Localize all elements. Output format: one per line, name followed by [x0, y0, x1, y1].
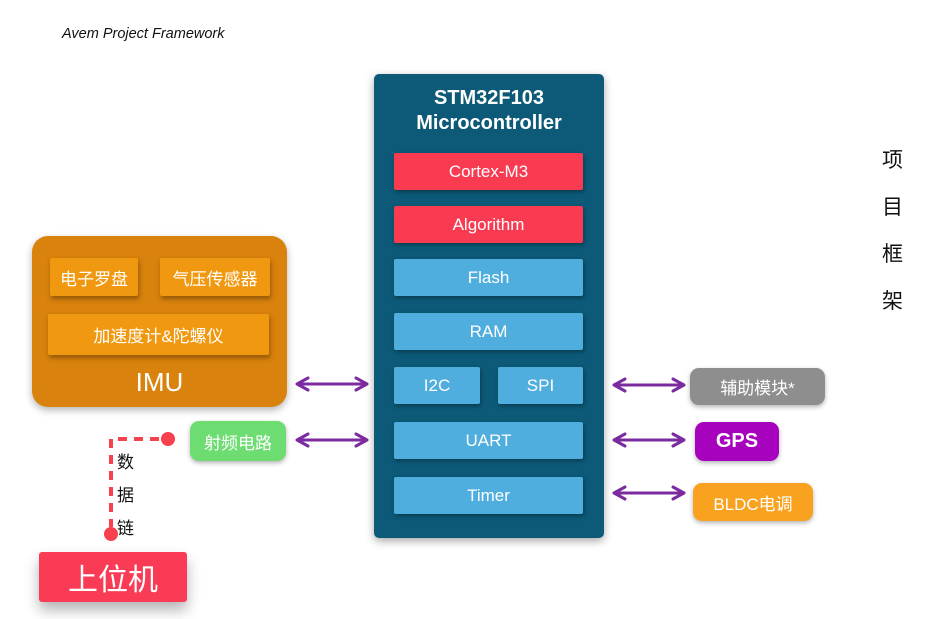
datalink-label-char: 数 — [117, 453, 134, 472]
mcu-module-spi: SPI — [498, 367, 583, 404]
rf-circuit-node: 射频电路 — [190, 421, 286, 461]
aux-module-node: 辅助模块* — [690, 368, 825, 405]
connector-rf-mcu-arrow — [295, 432, 369, 448]
mcu-module-algorithm: Algorithm — [394, 206, 583, 243]
imu-accel-gyro-box: 加速度计&陀螺仪 — [48, 314, 269, 355]
imu-node: 电子罗盘 气压传感器 加速度计&陀螺仪 IMU — [32, 236, 287, 407]
side-label-char: 项 — [882, 149, 903, 172]
imu-barometer-box: 气压传感器 — [160, 258, 270, 296]
imu-compass-box: 电子罗盘 — [50, 258, 138, 296]
datalink-label-char: 据 — [117, 486, 134, 505]
bldc-esc-node: BLDC电调 — [693, 483, 813, 521]
mcu-module-uart: UART — [394, 422, 583, 459]
mcu-module-timer: Timer — [394, 477, 583, 514]
connector-imu-mcu-arrow — [295, 376, 369, 392]
mcu-title: STM32F103 Microcontroller — [374, 86, 604, 136]
connector-mcu-gps-arrow — [612, 432, 686, 448]
mcu-module-i2c: I2C — [394, 367, 480, 404]
imu-label: IMU — [135, 367, 184, 397]
side-label-char: 目 — [882, 196, 903, 219]
mcu-module-cortex: Cortex-M3 — [394, 153, 583, 190]
datalink-label: 数 据 链 — [117, 448, 134, 539]
gps-node: GPS — [695, 422, 779, 461]
mcu-module-ram: RAM — [394, 313, 583, 350]
datalink-label-char: 链 — [117, 519, 134, 538]
mcu-title-line1: STM32F103 — [433, 87, 545, 109]
page-title: Avem Project Framework — [62, 26, 225, 42]
mcu-module-flash: Flash — [394, 259, 583, 296]
mcu-title-line2: Microcontroller — [416, 112, 562, 134]
side-label-char: 架 — [882, 290, 903, 313]
connector-mcu-aux-arrow — [612, 377, 686, 393]
datalink-endpoint-dot — [104, 527, 118, 541]
mcu-node: STM32F103 Microcontroller Cortex-M3 Algo… — [374, 74, 604, 538]
connector-mcu-bldc-arrow — [612, 485, 686, 501]
side-vertical-label: 项 目 框 架 — [882, 144, 903, 315]
side-label-char: 框 — [882, 243, 903, 266]
datalink-endpoint-dot — [161, 432, 175, 446]
host-computer-node: 上位机 — [39, 552, 187, 602]
